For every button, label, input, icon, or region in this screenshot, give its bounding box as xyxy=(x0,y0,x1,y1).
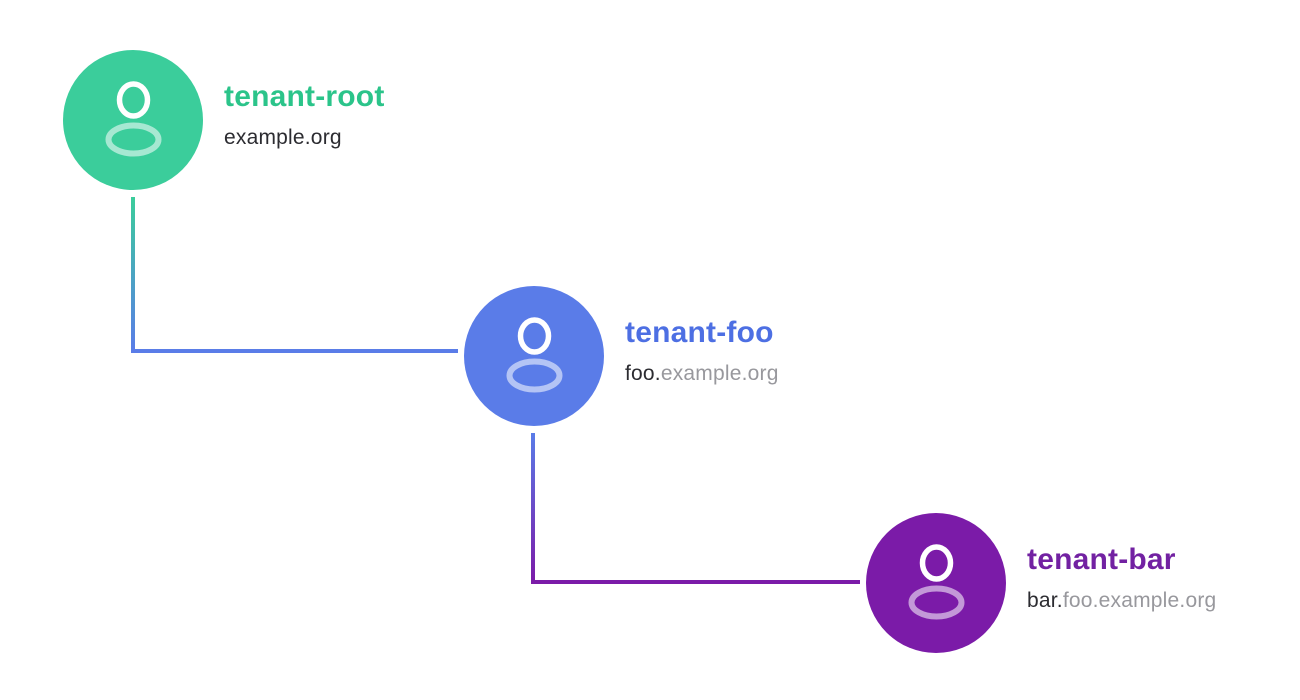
tenant-title: tenant-bar xyxy=(1027,543,1176,576)
tenant-domain: example.org xyxy=(224,126,385,149)
tenant-node-foo: tenant-foo foo.example.org xyxy=(464,286,779,426)
tenant-title: tenant-foo xyxy=(625,316,774,349)
tenant-domain: foo.example.org xyxy=(625,362,779,385)
domain-parent-part: foo.example.org xyxy=(1062,588,1217,612)
domain-own-part: example.org xyxy=(224,125,342,149)
connector-foo-to-bar xyxy=(531,433,860,584)
user-icon xyxy=(908,544,965,620)
tenant-node-bar: tenant-bar bar.foo.example.org xyxy=(866,513,1216,653)
tenant-root-labels: tenant-root example.org xyxy=(224,81,385,149)
tenant-domain: bar.foo.example.org xyxy=(1027,589,1216,612)
user-icon xyxy=(105,81,162,157)
domain-parent-part: example.org xyxy=(660,361,779,385)
domain-own-part: bar. xyxy=(1027,588,1063,612)
user-icon xyxy=(506,317,563,393)
domain-own-part: foo. xyxy=(625,361,661,385)
tenant-node-root: tenant-root example.org xyxy=(63,50,385,190)
tenant-bar-avatar xyxy=(866,513,1006,653)
tenant-foo-labels: tenant-foo foo.example.org xyxy=(625,317,779,385)
tenant-foo-avatar xyxy=(464,286,604,426)
tenant-title: tenant-root xyxy=(224,80,385,113)
tenant-bar-labels: tenant-bar bar.foo.example.org xyxy=(1027,544,1216,612)
tenant-root-avatar xyxy=(63,50,203,190)
connector-root-to-foo xyxy=(131,197,458,353)
